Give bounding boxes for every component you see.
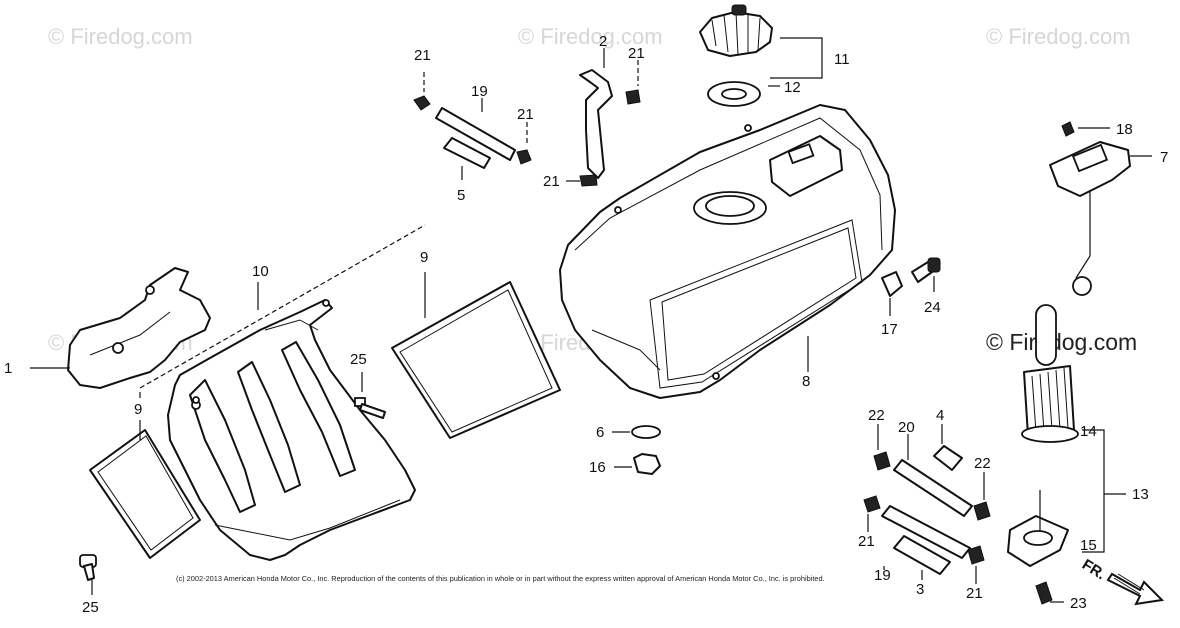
- callout-21-c: 21: [628, 45, 645, 62]
- callout-18: 18: [1116, 121, 1133, 138]
- part-14-strainer[interactable]: [1021, 304, 1079, 443]
- part-21-clip-a[interactable]: [413, 95, 431, 111]
- part-7-fuel-gauge[interactable]: [1049, 141, 1131, 296]
- part-18-screw[interactable]: [1061, 121, 1075, 137]
- part-9-pad-left[interactable]: [89, 429, 201, 559]
- part-21-clip-e[interactable]: [863, 495, 881, 513]
- part-10-frame[interactable]: [167, 299, 416, 561]
- part-25-bolt-center[interactable]: [354, 397, 386, 419]
- part-19-hose-bottom[interactable]: [881, 505, 971, 559]
- callout-19-top: 19: [471, 83, 488, 100]
- leader-9-dash: [139, 224, 426, 389]
- part-1-bracket[interactable]: [67, 267, 211, 389]
- part-3-hose[interactable]: [893, 535, 951, 575]
- callout-24: 24: [924, 299, 941, 316]
- callout-4: 4: [936, 407, 944, 424]
- part-24-bolt[interactable]: [911, 257, 941, 283]
- watermark-top-left: © Firedog.com: [48, 24, 193, 49]
- watermark-top-right: © Firedog.com: [986, 24, 1131, 49]
- callout-20: 20: [898, 419, 915, 436]
- leader-14-15: [1082, 429, 1105, 553]
- part-20-hose[interactable]: [893, 459, 973, 517]
- callout-25-center: 25: [350, 351, 367, 368]
- callout-9-center: 9: [420, 249, 428, 266]
- part-2-vent-tube[interactable]: [579, 69, 613, 179]
- part-22-clip-b[interactable]: [973, 501, 991, 521]
- callout-9-left: 9: [134, 401, 142, 418]
- part-21-clip-c[interactable]: [625, 89, 641, 105]
- callout-21-b: 21: [517, 106, 534, 123]
- part-15-fuel-valve[interactable]: [1007, 490, 1069, 567]
- callout-12: 12: [784, 79, 801, 96]
- callout-22-b: 22: [974, 455, 991, 472]
- part-12-cap-seal[interactable]: [707, 81, 761, 107]
- part-17-clip-nut[interactable]: [881, 271, 903, 297]
- callout-labels: 1 2 3 4 5 6 7 8 9 9 10 11 12 13 14 15 16…: [4, 33, 1168, 616]
- callout-14: 14: [1080, 423, 1097, 440]
- callout-25-left: 25: [82, 599, 99, 616]
- callout-11: 11: [834, 51, 850, 68]
- part-11-fuel-cap[interactable]: [699, 4, 773, 57]
- callout-15: 15: [1080, 537, 1097, 554]
- leader-11: [770, 37, 823, 79]
- part-22-clip-a[interactable]: [873, 451, 891, 471]
- callout-22-a: 22: [868, 407, 885, 424]
- callout-7: 7: [1160, 149, 1168, 166]
- part-21-clip-d[interactable]: [579, 174, 598, 187]
- direction-label: FR.: [1079, 556, 1109, 583]
- part-23-screw[interactable]: [1035, 581, 1053, 605]
- callout-5: 5: [457, 187, 465, 204]
- callout-21-a: 21: [414, 47, 431, 64]
- part-4-hose[interactable]: [933, 445, 963, 471]
- callout-17: 17: [881, 321, 898, 338]
- part-21-clip-b[interactable]: [516, 149, 532, 165]
- copyright-notice: (c) 2002-2013 American Honda Motor Co., …: [176, 574, 825, 583]
- callout-21-e: 21: [858, 533, 875, 550]
- callout-10: 10: [252, 263, 269, 280]
- part-6-washer[interactable]: [631, 425, 661, 439]
- callout-1: 1: [4, 360, 12, 377]
- callout-21-f: 21: [966, 585, 983, 602]
- part-21-clip-f[interactable]: [967, 545, 985, 565]
- callout-16: 16: [589, 459, 606, 476]
- watermark-mid-right: © Firedog.com: [986, 329, 1137, 355]
- part-16-drain-bolt[interactable]: [633, 453, 661, 475]
- watermark-top-center: © Firedog.com: [518, 24, 663, 49]
- part-19-hose-top[interactable]: [435, 107, 516, 161]
- part-8-fuel-tank[interactable]: [559, 104, 896, 399]
- callout-13: 13: [1132, 486, 1149, 503]
- callout-8: 8: [802, 373, 810, 390]
- callout-6: 6: [596, 424, 604, 441]
- part-9-pad-center[interactable]: [391, 281, 561, 439]
- part-5-hose[interactable]: [443, 137, 491, 169]
- part-25-bolt-left[interactable]: [79, 554, 97, 581]
- callout-19-bottom: 19: [874, 567, 891, 584]
- callout-2: 2: [599, 33, 607, 50]
- callout-3: 3: [916, 581, 924, 598]
- callout-23: 23: [1070, 595, 1087, 612]
- front-direction-arrow: FR.: [1079, 556, 1165, 606]
- callout-21-d: 21: [543, 173, 560, 190]
